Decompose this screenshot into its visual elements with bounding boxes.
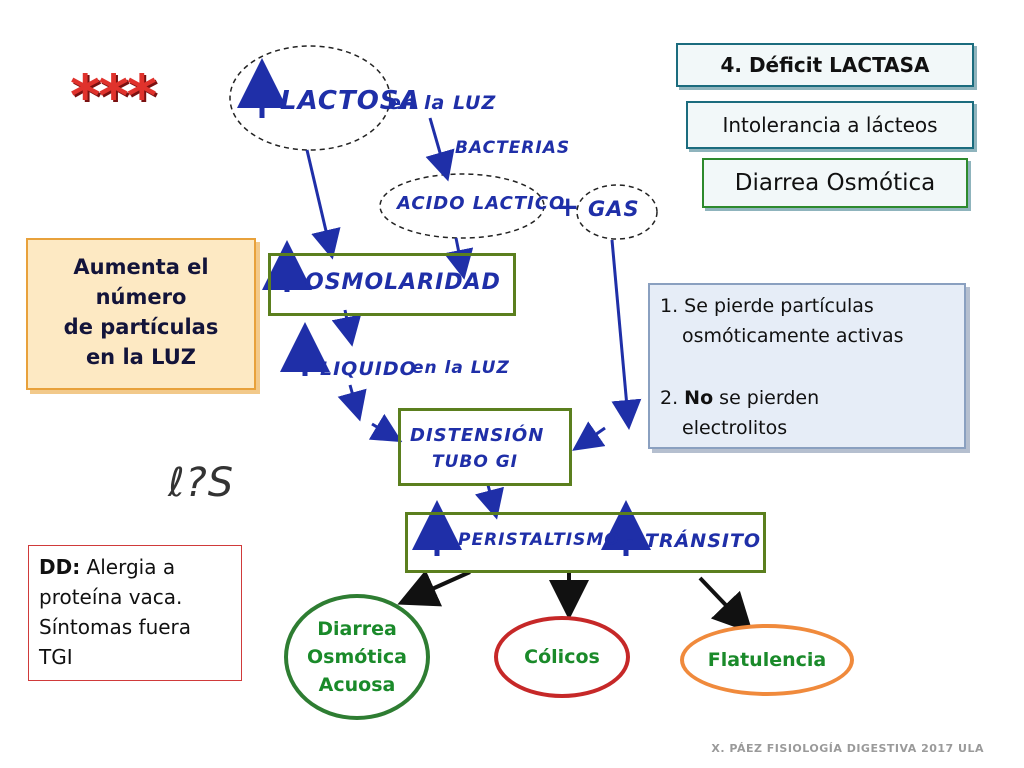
diarrea-osmotica-tag: Diarrea Osmótica: [702, 158, 968, 208]
distension-box: [398, 408, 572, 486]
en-la-luz-text: en la LUZ: [388, 92, 497, 114]
lactosa-ellipse: [229, 45, 391, 151]
liquido-text: LIQUIDO: [320, 358, 417, 380]
footer-credit: X. PÁEZ FISIOLOGÍA DIGESTIVA 2017 ULA: [711, 742, 984, 755]
arrow-gas-distension-2: [572, 421, 606, 451]
plus-sign: +: [556, 190, 581, 223]
mechanism-item-2-line-2: electrolitos: [682, 417, 788, 439]
flatulencia-oval: Flatulencia: [680, 624, 854, 696]
acido-lactico-text: ACIDO LACTICO: [397, 193, 566, 214]
transito-text: TRÁNSITO: [645, 530, 762, 552]
mechanism-list-box: 1. Se pierde partículas osmóticamente ac…: [648, 283, 966, 449]
peristaltismo-box: [405, 512, 766, 573]
diarrea-osmotica-acuosa-oval: Diarrea Osmótica Acuosa: [284, 594, 430, 720]
mechanism-item-2-no: No: [684, 387, 714, 409]
particle-line-4: en la LUZ: [85, 345, 197, 369]
dd-line-1: DD: Alergia a: [39, 552, 241, 582]
scribble-mark: ℓ?S: [168, 460, 235, 506]
dd-line-3: Síntomas fuera: [39, 615, 192, 639]
differential-diagnosis-box: DD: Alergia a proteína vaca. Síntomas fu…: [28, 545, 242, 681]
lactosa-text: LACTOSA: [280, 86, 421, 116]
particle-line-2: número: [95, 285, 187, 309]
diarrea-line-1: Diarrea: [317, 618, 397, 640]
dd-label: DD:: [39, 555, 81, 579]
arrow-distension-peristaltismo: [474, 484, 504, 520]
diarrea-line-2: Osmótica: [307, 646, 407, 668]
osmolaridad-text: OSMOLARIDAD: [305, 270, 501, 295]
arrow-lactosa-osmolaridad: [305, 149, 341, 260]
diarrea-line-3: Acuosa: [318, 674, 396, 696]
colicos-oval: Cólicos: [494, 616, 630, 698]
arrow-liquido-distension-1: [337, 384, 367, 422]
intolerancia-tag: Intolerancia a lácteos: [686, 101, 974, 149]
deficit-lactasa-tag: 4. Déficit LACTASA: [676, 43, 974, 87]
gas-ellipse: [576, 184, 658, 240]
osmolaridad-box: [268, 253, 516, 316]
arrow-gas-distension: [610, 239, 642, 430]
mechanism-item-2-line-1: 2. No se pierden: [660, 383, 819, 413]
peristaltismo-text: PERISTALTISMO -: [458, 530, 635, 550]
mechanism-item-1-line-1: 1. Se pierde partículas: [660, 295, 874, 317]
arrow-lactosa-bacterias: [425, 117, 455, 182]
acido-lactico-ellipse: [379, 173, 545, 239]
mechanism-item-2-prefix: 2.: [660, 387, 685, 409]
tubo-gi-text: TUBO GI: [432, 452, 519, 472]
bacterias-text: BACTERIAS: [455, 138, 571, 158]
particle-line-1: Aumenta el: [73, 255, 209, 279]
particle-increase-box: Aumenta el número de partículas en la LU…: [26, 238, 256, 390]
distension-text: DISTENSIÓN: [410, 425, 545, 446]
arrow-liquido-distension-2: [368, 413, 403, 443]
arrow-to-flatulencia: [698, 576, 754, 634]
mechanism-item-2-rest: se pierden: [713, 387, 820, 409]
dd-line-2: proteína vaca.: [39, 585, 183, 609]
mechanism-item-1-line-2: osmóticamente activas: [682, 325, 904, 347]
gas-text: GAS: [588, 197, 640, 221]
dd-line-1-rest: Alergia a: [80, 555, 176, 579]
arrow-to-diarrea: [397, 569, 471, 607]
dd-line-4: TGI: [39, 645, 73, 669]
particle-line-3: de partículas: [63, 315, 219, 339]
importance-stars: ***: [70, 62, 157, 130]
en-la-luz-text-2: en la LUZ: [412, 358, 510, 378]
